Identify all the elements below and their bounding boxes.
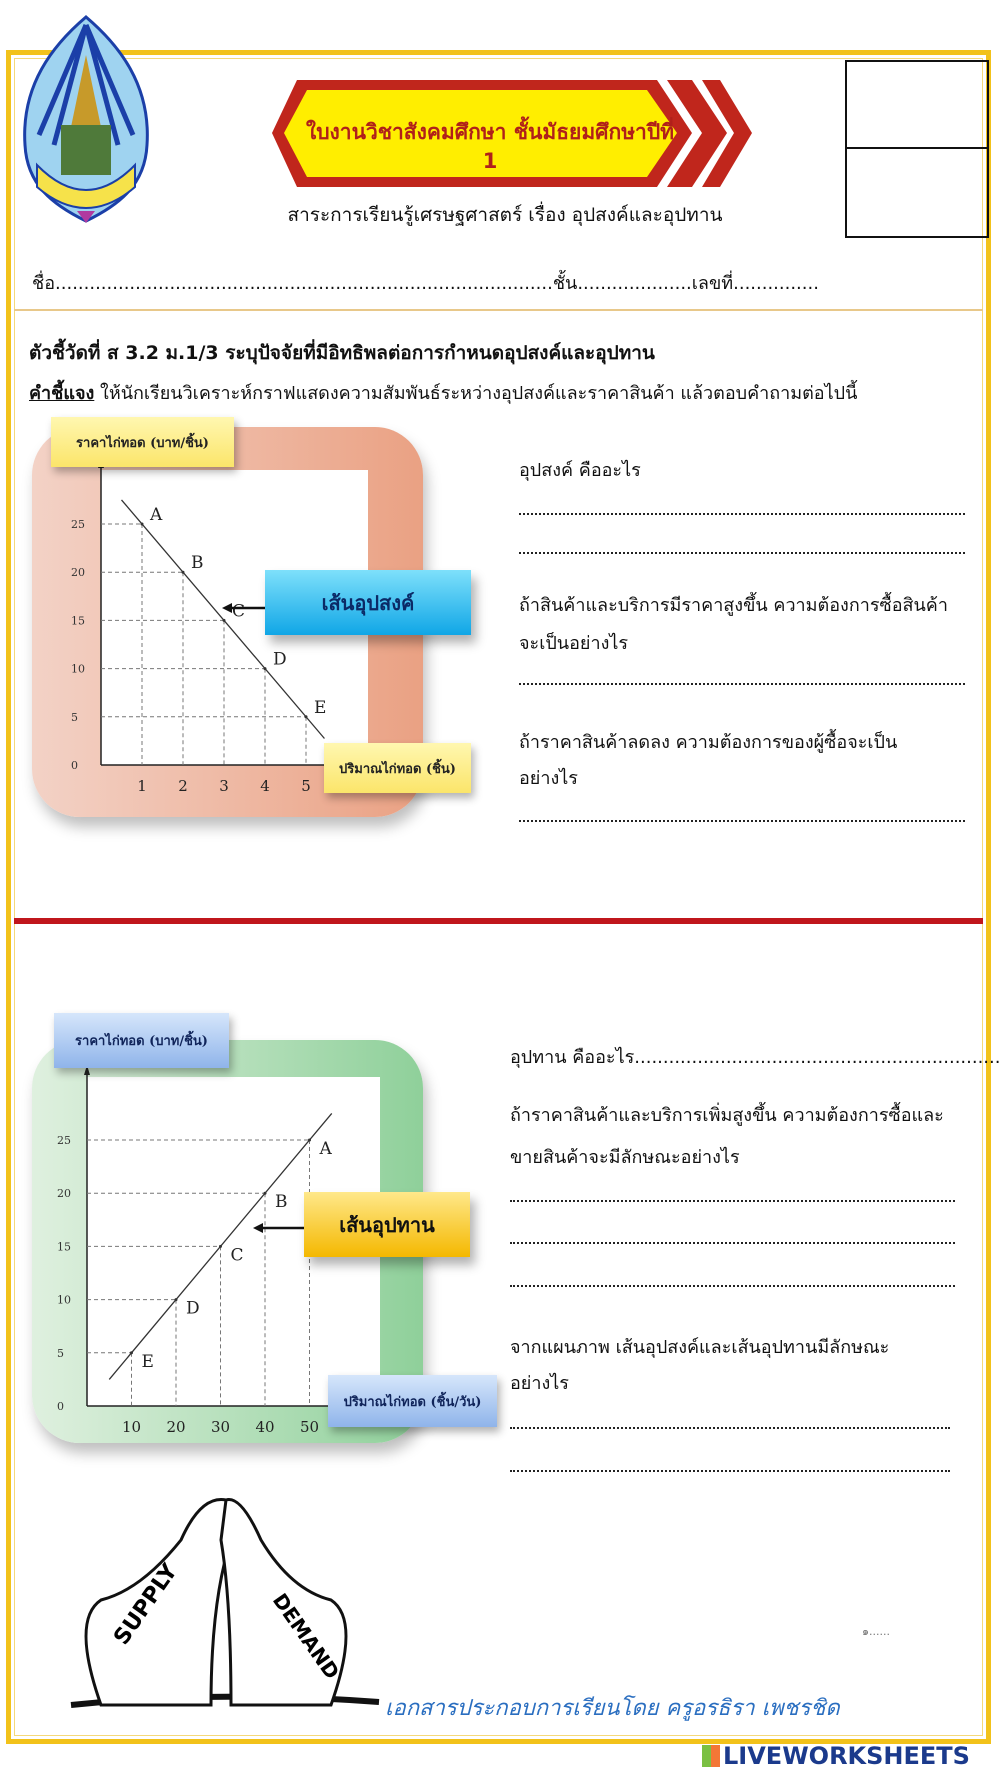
school-logo	[23, 15, 149, 223]
banner-title: ใบงานวิชาสังคมศึกษา ชั้นมัธยมศึกษาปีที่ …	[305, 120, 675, 173]
answer-line[interactable]	[510, 1470, 950, 1472]
supply-question-2: ถ้าราคาสินค้าและบริการเพิ่มสูงขึ้น ความต…	[510, 1105, 944, 1126]
supply-x-axis-label: ปริมาณไก่ทอด (ชิ้น/วัน)	[328, 1375, 497, 1427]
supply-y-axis-label: ราคาไก่ทอด (บาท/ชิ้น)	[54, 1013, 229, 1068]
header-divider	[14, 309, 983, 311]
demand-x-axis-label: ปริมาณไก่ทอด (ชิ้น)	[324, 743, 471, 793]
supply-question-2-cont: ขายสินค้าจะมีลักษณะอย่างไร	[510, 1147, 740, 1168]
page-border-inner	[14, 58, 983, 1736]
liveworksheets-icon	[702, 1745, 720, 1767]
student-info-line: ชื่อ....................................…	[32, 273, 819, 294]
supply-question-3-cont: อย่างไร	[510, 1373, 569, 1394]
section-separator	[14, 918, 983, 924]
supply-demand-arm-wrestling-illustration: SUPPLY DEMAND	[70, 1498, 380, 1708]
demand-question-2: ถ้าสินค้าและบริการมีราคาสูงขึ้น ความต้อง…	[519, 595, 948, 616]
answer-line[interactable]	[519, 513, 965, 515]
demand-question-2-cont: จะเป็นอย่างไร	[519, 633, 629, 654]
supply-question-3: จากแผนภาพ เส้นอุปสงค์และเส้นอุปทานมีลักษ…	[510, 1337, 890, 1358]
answer-line[interactable]	[510, 1200, 955, 1202]
liveworksheets-logo[interactable]: LIVEWORKSHEETS	[702, 1742, 970, 1770]
demand-question-1: อุปสงค์ คืออะไร	[519, 460, 641, 481]
score-box	[845, 60, 989, 238]
demand-curve-callout: เส้นอุปสงค์	[265, 570, 471, 635]
page-number-mark: ๑......	[862, 1625, 890, 1638]
answer-line[interactable]	[510, 1285, 955, 1287]
supply-question-1: อุปทาน คืออะไร..........................…	[510, 1047, 1000, 1068]
answer-line[interactable]	[519, 552, 965, 554]
liveworksheets-brand: LIVEWORKSHEETS	[723, 1742, 970, 1770]
demand-y-axis-label: ราคาไก่ทอด (บาท/ชิ้น)	[51, 417, 234, 467]
title-banner	[272, 80, 752, 187]
answer-line[interactable]	[519, 820, 965, 822]
score-box-divider	[845, 147, 989, 149]
instruction-label: คำชี้แจง	[29, 383, 95, 404]
instruction-text: คำชี้แจง ให้นักเรียนวิเคราะห์กราฟแสดงควา…	[29, 378, 857, 407]
page-border	[6, 50, 991, 1744]
indicator-text: ตัวชี้วัดที่ ส 3.2 ม.1/3 ระบุปัจจัยที่มี…	[29, 342, 655, 364]
answer-line[interactable]	[510, 1242, 955, 1244]
supply-curve-callout: เส้นอุปทาน	[304, 1192, 470, 1257]
subtitle: สาระการเรียนรู้เศรษฐศาสตร์ เรื่อง อุปสงค…	[287, 204, 723, 226]
instruction-body: ให้นักเรียนวิเคราะห์กราฟแสดงความสัมพันธ์…	[94, 383, 858, 404]
demand-question-3-cont: อย่างไร	[519, 768, 578, 789]
answer-line[interactable]	[510, 1427, 950, 1429]
author-credit: เอกสารประกอบการเรียนโดย ครูอรธิรา เพชรชิ…	[385, 1696, 840, 1721]
demand-question-3: ถ้าราคาสินค้าลดลง ความต้องการของผู้ซื้อจ…	[519, 732, 898, 753]
answer-line[interactable]	[519, 683, 965, 685]
